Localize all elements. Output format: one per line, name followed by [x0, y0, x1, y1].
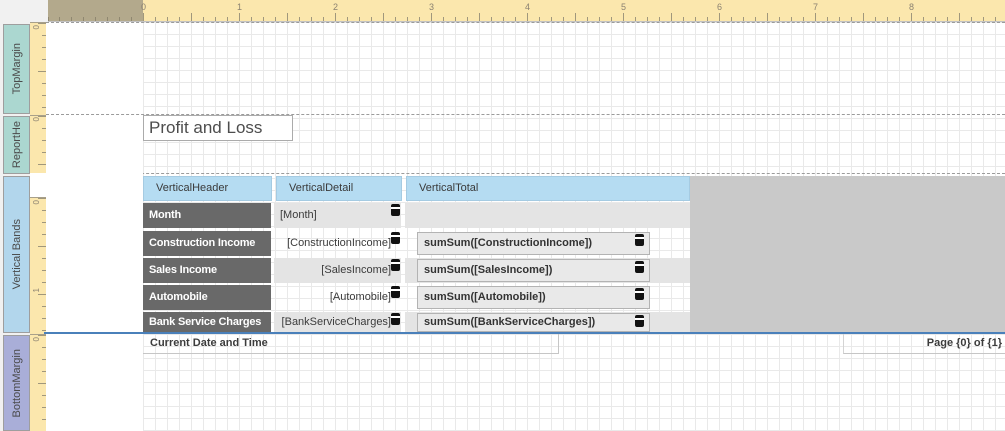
smart-tag-icon[interactable] — [635, 288, 644, 300]
total-summary-control[interactable]: sumSum([BankServiceCharges]) — [417, 313, 650, 332]
band-label-vertical-bands[interactable]: Vertical Bands — [3, 176, 30, 333]
horizontal-ruler-margin-segment[interactable] — [48, 0, 143, 22]
band-label-text: Vertical Bands — [11, 219, 23, 289]
summary-expression-text: sumSum([ConstructionIncome]) — [424, 237, 592, 249]
field-binding-text: [BankServiceCharges] — [282, 316, 391, 328]
non-band-area — [690, 176, 1005, 333]
smart-tag-icon[interactable] — [391, 204, 400, 216]
report-title-control[interactable]: Profit and Loss — [143, 115, 293, 141]
ruler-number: 0 — [32, 337, 41, 341]
smart-tag-icon[interactable] — [635, 234, 644, 246]
field-binding-text: [Automobile] — [330, 291, 391, 303]
caption-gap — [30, 173, 143, 197]
smart-tag-icon[interactable] — [391, 232, 400, 244]
total-summary-control[interactable]: sumSum([Automobile]) — [417, 286, 650, 309]
row-header-cell[interactable]: Month — [143, 203, 271, 228]
total-cell-empty[interactable] — [405, 203, 690, 228]
total-cell-container: sumSum([ConstructionIncome]) — [405, 231, 690, 256]
vertical-ruler-vertical-bands[interactable]: 0 1 — [30, 197, 46, 334]
ruler-number: 3 — [429, 2, 434, 12]
detail-cell[interactable]: [ConstructionIncome] — [274, 231, 401, 256]
field-binding-text: [Month] — [280, 209, 317, 221]
ruler-number: 1 — [237, 2, 242, 12]
smart-tag-icon[interactable] — [391, 259, 400, 271]
summary-expression-text: sumSum([Automobile]) — [424, 291, 546, 303]
band-separator — [46, 22, 1005, 23]
current-date-control[interactable]: Current Date and Time — [143, 334, 559, 354]
ruler-number: 7 — [813, 2, 818, 12]
caption-vertical-detail[interactable]: VerticalDetail — [276, 176, 402, 201]
band-separator — [46, 173, 1005, 174]
band-label-report-header[interactable]: ReportHe — [3, 116, 30, 174]
total-cell-container: sumSum([BankServiceCharges]) — [405, 312, 690, 332]
smart-tag-icon[interactable] — [635, 261, 644, 273]
total-summary-control[interactable]: sumSum([ConstructionIncome]) — [417, 232, 650, 255]
band-label-text: BottomMargin — [11, 349, 23, 417]
band-label-top-margin[interactable]: TopMargin — [3, 24, 30, 114]
row-header-cell[interactable]: Construction Income — [143, 231, 271, 256]
smart-tag-icon[interactable] — [391, 313, 400, 325]
vertical-ruler-report-header[interactable]: 0 — [30, 115, 46, 174]
field-binding-text: [SalesIncome] — [321, 264, 391, 276]
ruler-number: 5 — [621, 2, 626, 12]
page-info-control[interactable]: Page {0} of {1} — [843, 334, 1005, 354]
row-header-cell[interactable]: Bank Service Charges — [143, 312, 271, 332]
detail-cell[interactable]: [BankServiceCharges] — [274, 312, 401, 332]
row-header-cell[interactable]: Automobile — [143, 285, 271, 310]
total-cell-container: sumSum([SalesIncome]) — [405, 258, 690, 283]
detail-cell[interactable]: [Automobile] — [274, 285, 401, 310]
band-label-text: TopMargin — [11, 43, 23, 94]
summary-expression-text: sumSum([BankServiceCharges]) — [424, 316, 595, 328]
ruler-number: 0 — [32, 200, 41, 204]
ruler-number: 4 — [525, 2, 530, 12]
ruler-number: 0 — [141, 2, 146, 12]
ruler-number: 2 — [333, 2, 338, 12]
smart-tag-icon[interactable] — [391, 286, 400, 298]
detail-cell[interactable]: [SalesIncome] — [274, 258, 401, 283]
horizontal-ruler[interactable]: 0 1 2 3 4 5 6 7 8 — [143, 0, 1005, 22]
band-label-text: ReportHe — [11, 121, 23, 168]
total-summary-control[interactable]: sumSum([SalesIncome]) — [417, 259, 650, 282]
ruler-number: 6 — [717, 2, 722, 12]
vertical-ruler-top-margin[interactable]: 0 — [30, 22, 46, 115]
vertical-ruler-bottom-margin[interactable]: 0 — [30, 334, 46, 431]
ruler-number: 8 — [909, 2, 914, 12]
ruler-number: 0 — [32, 25, 41, 29]
detail-cell[interactable]: [Month] — [274, 203, 401, 228]
caption-vertical-total[interactable]: VerticalTotal — [406, 176, 690, 201]
caption-vertical-header[interactable]: VerticalHeader — [143, 176, 272, 201]
ruler-number: 1 — [32, 288, 41, 292]
row-header-cell[interactable]: Sales Income — [143, 258, 271, 283]
summary-expression-text: sumSum([SalesIncome]) — [424, 264, 552, 276]
smart-tag-icon[interactable] — [635, 315, 644, 327]
total-cell-container: sumSum([Automobile]) — [405, 285, 690, 310]
field-binding-text: [ConstructionIncome] — [287, 237, 391, 249]
band-label-bottom-margin[interactable]: BottomMargin — [3, 335, 30, 431]
ruler-number: 0 — [32, 117, 41, 121]
